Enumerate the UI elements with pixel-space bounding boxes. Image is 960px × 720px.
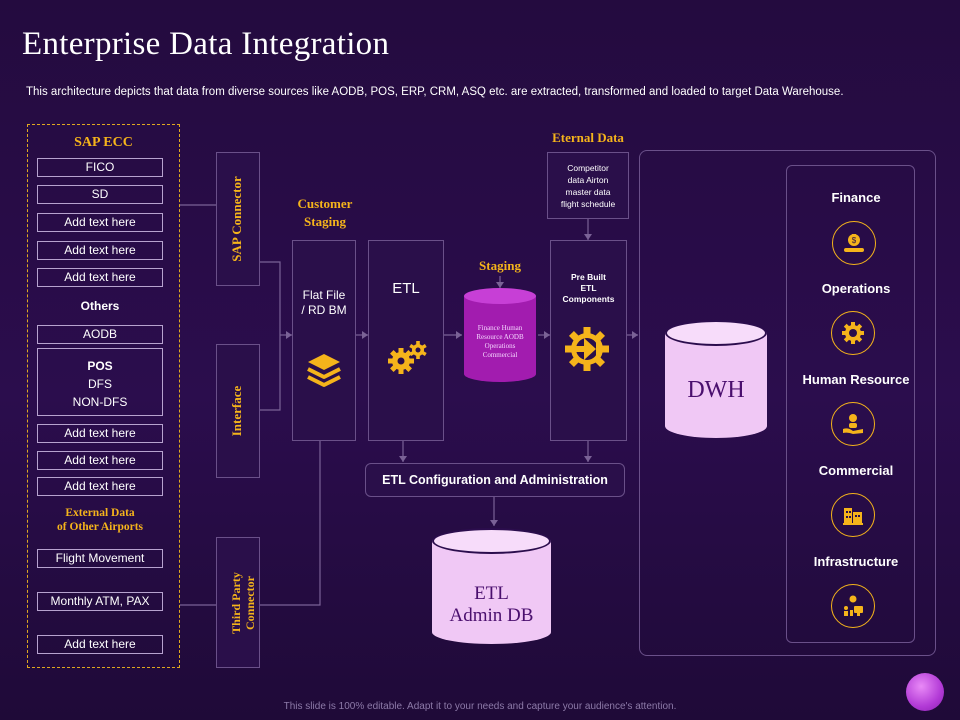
sap-item-flight-movement: Flight Movement [37, 549, 163, 568]
interface-box [216, 344, 260, 478]
sap-item-monthly-atm: Monthly ATM, PAX [37, 592, 163, 611]
external-line: flight schedule [560, 199, 616, 209]
third-party-label: Third Party Connector [229, 543, 257, 663]
non-dfs-label: NON-DFS [72, 395, 128, 409]
category-infrastructure-label: Infrastructure [813, 554, 899, 569]
flat-file-box [292, 240, 356, 441]
layers-icon [304, 350, 344, 390]
customer-staging-label-2: Staging [304, 214, 346, 229]
other-airports-label: of Other Airports [56, 521, 144, 533]
sap-ecc-header: SAP ECC [74, 135, 133, 150]
dwh-panel [639, 150, 936, 656]
dwh-cylinder [665, 332, 767, 438]
dwh-cylinder-top [665, 320, 767, 346]
staging-cylinder [464, 296, 536, 382]
human-resource-icon [831, 402, 875, 446]
pos-group: POS DFS NON-DFS [37, 348, 163, 416]
staging-cylinder-text: Finance Human Resource AODB Operations C… [464, 324, 536, 360]
sap-item-add-text: Add text here [37, 635, 163, 654]
prebuilt-line: Components [562, 294, 615, 304]
sap-item-sd: SD [37, 185, 163, 204]
dwh-label: DWH [687, 377, 745, 403]
etl-admin-line-1: ETL [474, 583, 509, 604]
etl-config-label: ETL Configuration and Administration [382, 473, 608, 487]
external-line: master data [565, 187, 611, 197]
sap-connector-label: SAP Connector [229, 176, 244, 262]
pos-label: POS [87, 359, 113, 373]
sap-item-fico: FICO [37, 158, 163, 177]
etl-admin-db-top [432, 528, 551, 554]
sap-item-add-text: Add text here [37, 477, 163, 496]
etl-box [368, 240, 444, 441]
flat-file-line-2: / RD BM [301, 303, 347, 317]
etl-config-box [365, 463, 625, 497]
sap-item-add-text: Add text here [37, 268, 163, 287]
page-title: Enterprise Data Integration [22, 26, 390, 62]
third-party-connector-box [216, 537, 260, 668]
prebuilt-etl-text: Pre Built ETL Components [550, 272, 627, 305]
gears-icon [386, 338, 430, 378]
sap-item-add-text: Add text here [37, 241, 163, 260]
staging-line: Operations [484, 342, 516, 350]
footer-note: This slide is 100% editable. Adapt it to… [283, 701, 677, 712]
others-label: Others [80, 299, 120, 313]
dfs-label: DFS [88, 377, 112, 391]
staging-line: Commercial [482, 351, 518, 359]
staging-line: Finance Human [477, 324, 523, 332]
category-human-resource-label: Human Resource [802, 372, 910, 387]
third-party-label-2: Connector [243, 576, 257, 630]
staging-line: Resource AODB [476, 333, 524, 341]
sap-item-add-text: Add text here [37, 213, 163, 232]
third-party-label-1: Third Party [229, 572, 243, 634]
sap-item-add-text: Add text here [37, 451, 163, 470]
category-operations-label: Operations [821, 281, 891, 296]
sap-item-add-text: Add text here [37, 424, 163, 443]
staging-label: Staging [479, 258, 521, 273]
categories-panel [786, 165, 915, 643]
prebuilt-line: Pre Built [571, 272, 606, 282]
external-data-box [547, 152, 629, 219]
category-commercial-label: Commercial [818, 463, 894, 478]
svg-text:$: $ [852, 236, 857, 245]
interface-label: Interface [229, 385, 244, 437]
external-line: data Airton [567, 175, 609, 185]
infrastructure-icon [831, 584, 875, 628]
sap-ecc-panel [27, 124, 180, 668]
sap-item-aodb: AODB [37, 325, 163, 344]
etl-admin-db-label: ETL Admin DB [432, 583, 551, 627]
operations-gear-icon [831, 311, 875, 355]
etl-admin-line-2: Admin DB [449, 605, 534, 626]
prebuilt-line: ETL [580, 283, 597, 293]
etl-label: ETL [392, 280, 420, 297]
external-data-text: Competitor data Airton master data fligh… [547, 162, 629, 210]
etl-admin-db-cylinder [432, 540, 551, 644]
sap-connector-box [216, 152, 260, 286]
external-data-title: Eternal Data [552, 130, 624, 145]
staging-cylinder-top [464, 288, 536, 304]
external-data-label: External Data [65, 507, 135, 519]
gear-arrow-icon [564, 326, 610, 372]
commercial-building-icon [831, 493, 875, 537]
category-finance-label: Finance [831, 190, 881, 205]
page-subtitle: This architecture depicts that data from… [26, 86, 844, 98]
finance-icon: $ [832, 221, 876, 265]
decorative-circle [906, 673, 944, 711]
customer-staging-label-1: Customer [297, 196, 353, 211]
flat-file-line-1: Flat File [302, 288, 346, 302]
flat-file-label: Flat File / RD BM [292, 288, 356, 318]
external-line: Competitor [567, 163, 609, 173]
